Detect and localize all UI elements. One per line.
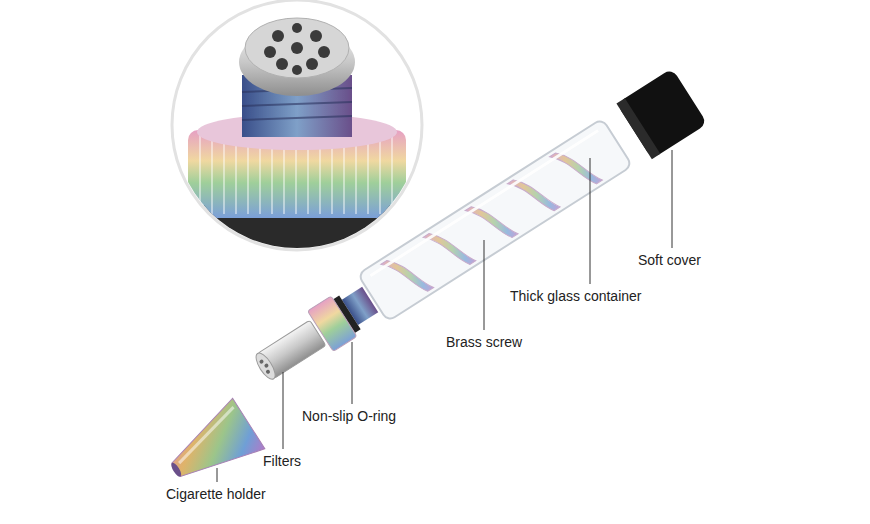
part-label: Soft cover — [638, 252, 701, 268]
part-label: Non-slip O-ring — [302, 408, 396, 424]
part-label: Brass screw — [446, 334, 522, 350]
part-label: Thick glass container — [510, 288, 642, 304]
part-label: Filters — [263, 453, 301, 469]
part-label: Cigarette holder — [166, 486, 266, 502]
